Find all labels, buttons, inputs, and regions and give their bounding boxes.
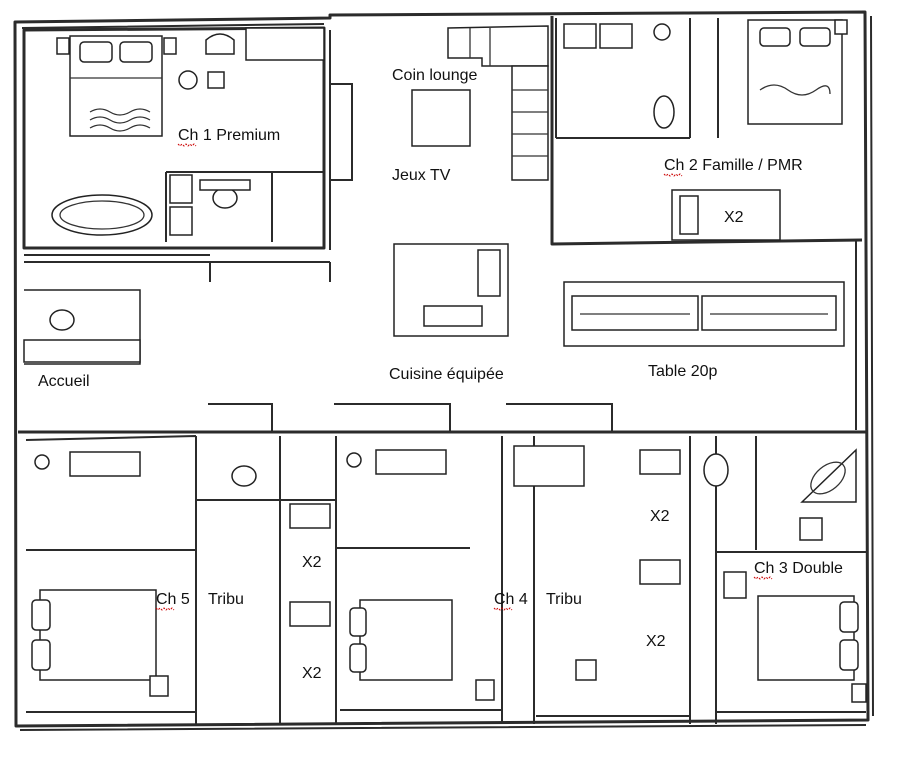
label-ch4: Ch 4 (494, 591, 528, 608)
bathroom-ch1 (51, 171, 324, 242)
label-x2-right-b: X2 (646, 633, 666, 650)
label-ch2: Ch 2 Famille / PMR (664, 157, 803, 174)
label-ch1: Ch 1 Premium (178, 127, 280, 144)
kitchen-island (393, 243, 509, 337)
spellcheck-underline (753, 576, 773, 580)
room-ch5-tribu (31, 451, 331, 697)
double-bed-ch4 (349, 599, 453, 681)
toilet-ch5 (231, 465, 257, 487)
label-x2-left-b: X2 (302, 665, 322, 682)
label-ch2-x2: X2 (724, 209, 744, 226)
label-coin-lounge: Coin lounge (392, 67, 478, 84)
double-bed-ch1 (56, 35, 177, 137)
sink-ch4 (375, 449, 447, 475)
sink-ch1-b (169, 206, 193, 236)
double-bed-ch2 (747, 19, 848, 125)
room-ch4-tribu (346, 445, 681, 701)
spellcheck-underline (663, 173, 683, 177)
sink-ch1-a (169, 174, 193, 204)
inner-walls-middle (24, 240, 857, 430)
toilet-ch2 (653, 95, 675, 129)
bathtub-ch3 (800, 448, 857, 503)
spellcheck-underline (493, 607, 513, 611)
label-ch5-tribu: Tribu (208, 591, 244, 608)
sink-ch5 (69, 451, 141, 477)
toilet-ch1 (212, 187, 238, 209)
sink-ch2-b (599, 23, 633, 49)
reception-desk (23, 289, 141, 365)
label-table: Table 20p (648, 363, 717, 380)
outer-walls (13, 10, 874, 731)
label-ch4-tribu: Tribu (546, 591, 582, 608)
label-accueil: Accueil (38, 373, 90, 390)
room-ch1-premium (22, 26, 331, 256)
label-jeux-tv: Jeux TV (392, 167, 451, 184)
label-ch5: Ch 5 (156, 591, 190, 608)
double-bed-ch3 (757, 595, 859, 681)
bottom-walls (18, 403, 866, 724)
lounge-area (330, 25, 549, 181)
labels: Ch 1 Premium Coin lounge Jeux TV Ch 2 Fa… (38, 67, 843, 682)
label-x2-right-a: X2 (650, 508, 670, 525)
double-bed-ch5 (31, 589, 157, 681)
bathtub-ch1 (51, 194, 153, 236)
label-cuisine: Cuisine équipée (389, 366, 504, 383)
sink-ch2-a (563, 23, 597, 49)
tv-table (411, 89, 471, 147)
toilet-ch3 (703, 453, 729, 487)
wardrobe-ch1 (245, 27, 325, 61)
label-x2-left-a: X2 (302, 554, 322, 571)
spellcheck-underline (155, 607, 175, 611)
room-ch3-double (703, 448, 867, 703)
label-ch3: Ch 3 Double (754, 560, 843, 577)
spellcheck-underline (177, 143, 197, 147)
sofa-corner (447, 25, 549, 181)
armchairs-ch1 (178, 33, 235, 90)
dining-table (563, 281, 845, 347)
room-ch2-famille (550, 16, 863, 246)
